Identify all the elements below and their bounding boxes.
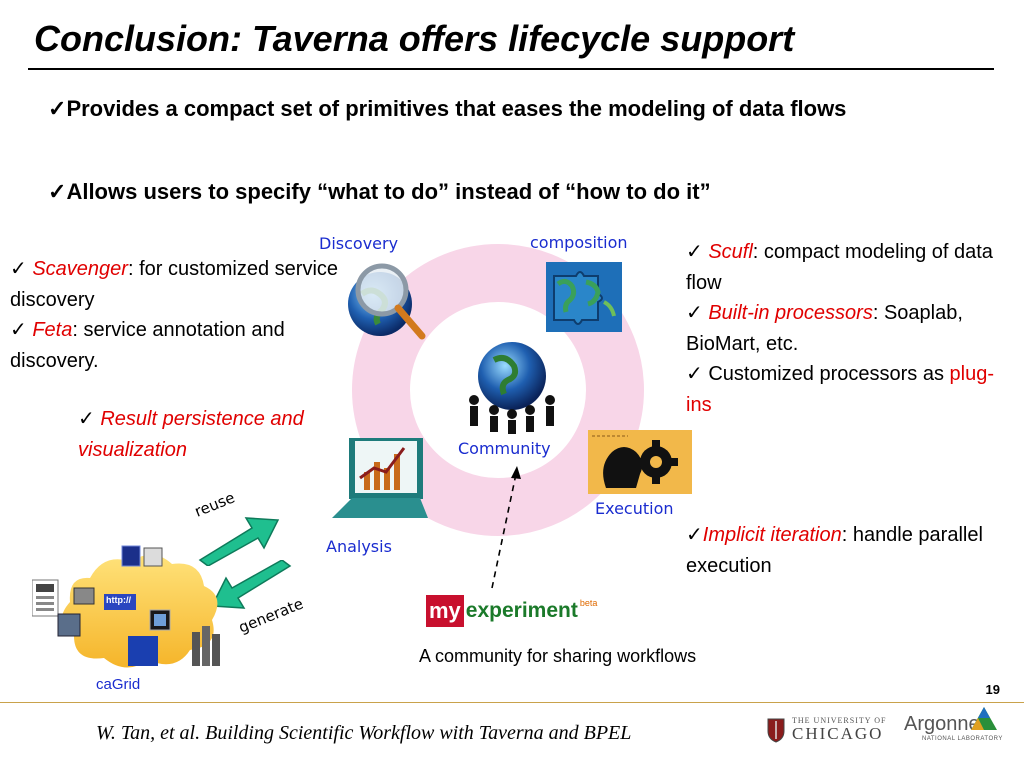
composition-label: composition [530, 233, 628, 252]
scavenger-note: ✓ Scavenger: for customized service disc… [10, 254, 350, 316]
check-icon: ✓ [10, 258, 33, 280]
custom-note: ✓ Customized processors as plug-ins [686, 359, 1006, 421]
feta-note: ✓ Feta: service annotation and discovery… [10, 315, 330, 377]
check-icon: ✓ [686, 241, 709, 263]
execution-gears-icon [588, 430, 692, 494]
myexperiment-logo: my experiment beta [426, 594, 597, 628]
analysis-label: Analysis [326, 537, 392, 556]
implicit-term: Implicit iteration [702, 524, 842, 546]
uchicago-top: THE UNIVERSITY OF [792, 716, 887, 725]
cagrid-label: caGrid [96, 676, 141, 693]
reuse-arrow-icon [198, 517, 280, 566]
custom-desc: Customized processors as [708, 363, 950, 385]
scufl-note: ✓ Scufl: compact modeling of data flow [686, 237, 1006, 299]
argonne-logo: Argonne NATIONAL LABORATORY [904, 712, 1003, 742]
argonne-sub: NATIONAL LABORATORY [922, 736, 1003, 742]
check-icon: ✓ [48, 96, 67, 121]
analysis-laptop-chart-icon [332, 438, 428, 518]
share-dashed-arrow [491, 466, 521, 589]
citation: W. Tan, et al. Building Scientific Workf… [96, 722, 632, 744]
feta-desc: : service annotation and discovery. [10, 319, 285, 372]
uchicago-shield-icon [767, 718, 785, 743]
builtin-note: ✓ Built-in processors: Soaplab, BioMart,… [686, 298, 1006, 360]
myexperiment-my: my [426, 595, 464, 627]
uchicago-name: CHICAGO [792, 724, 884, 743]
argonne-triangle-icon [971, 707, 997, 730]
community-label: Community [458, 439, 551, 458]
check-icon: ✓ [686, 302, 709, 324]
builtin-term: Built-in processors [708, 302, 873, 324]
implicit-note: ✓Implicit iteration: handle parallel exe… [686, 520, 1006, 582]
title-divider [28, 68, 994, 70]
scufl-desc: : compact modeling of data flow [686, 241, 993, 294]
plugins-term: plug-ins [686, 363, 995, 416]
result-note: ✓ Result persistence and visualization [78, 404, 378, 466]
lifecycle-ring [352, 244, 644, 536]
footer-divider [0, 702, 1024, 703]
discovery-label: Discovery [319, 234, 399, 253]
myexperiment-caption: A community for sharing workflows [419, 646, 697, 666]
discovery-magnifier-icon [348, 263, 426, 340]
top-bullet-1-text: Provides a compact set of primitives tha… [66, 96, 847, 121]
builtin-desc: : Soaplab, BioMart, etc. [686, 302, 963, 355]
composition-puzzle-icon [546, 262, 622, 332]
page-title: Conclusion: Taverna offers lifecycle sup… [34, 18, 795, 59]
http-badge: http:// [106, 595, 131, 605]
myexperiment-word: experiment [465, 599, 578, 622]
myexperiment-beta: beta [579, 598, 598, 608]
page-number: 19 [985, 682, 1000, 697]
result-term: Result persistence and visualization [78, 408, 304, 461]
check-icon: ✓ [686, 524, 703, 546]
top-bullet-2-text: Allows users to specify “what to do” ins… [66, 179, 711, 204]
check-icon: ✓ [686, 363, 709, 385]
implicit-desc: : handle parallel execution [686, 524, 983, 577]
scavenger-term: Scavenger [32, 258, 128, 280]
uchicago-logo: THE UNIVERSITY OF CHICAGO [766, 716, 886, 743]
scufl-term: Scufl [708, 241, 753, 263]
community-globe-icon [469, 342, 555, 434]
top-bullet-1: ✓Provides a compact set of primitives th… [48, 93, 968, 125]
generate-arrow-icon [210, 560, 292, 609]
cagrid-cloud [32, 545, 220, 668]
feta-term: Feta [32, 319, 73, 341]
execution-label: Execution [595, 499, 674, 518]
check-icon: ✓ [10, 319, 33, 341]
check-icon: ✓ [78, 408, 101, 430]
check-icon: ✓ [48, 179, 67, 204]
top-bullet-2: ✓Allows users to specify “what to do” in… [48, 176, 968, 208]
argonne-name: Argonne [904, 713, 980, 735]
scavenger-desc: : for customized service discovery [10, 258, 339, 311]
